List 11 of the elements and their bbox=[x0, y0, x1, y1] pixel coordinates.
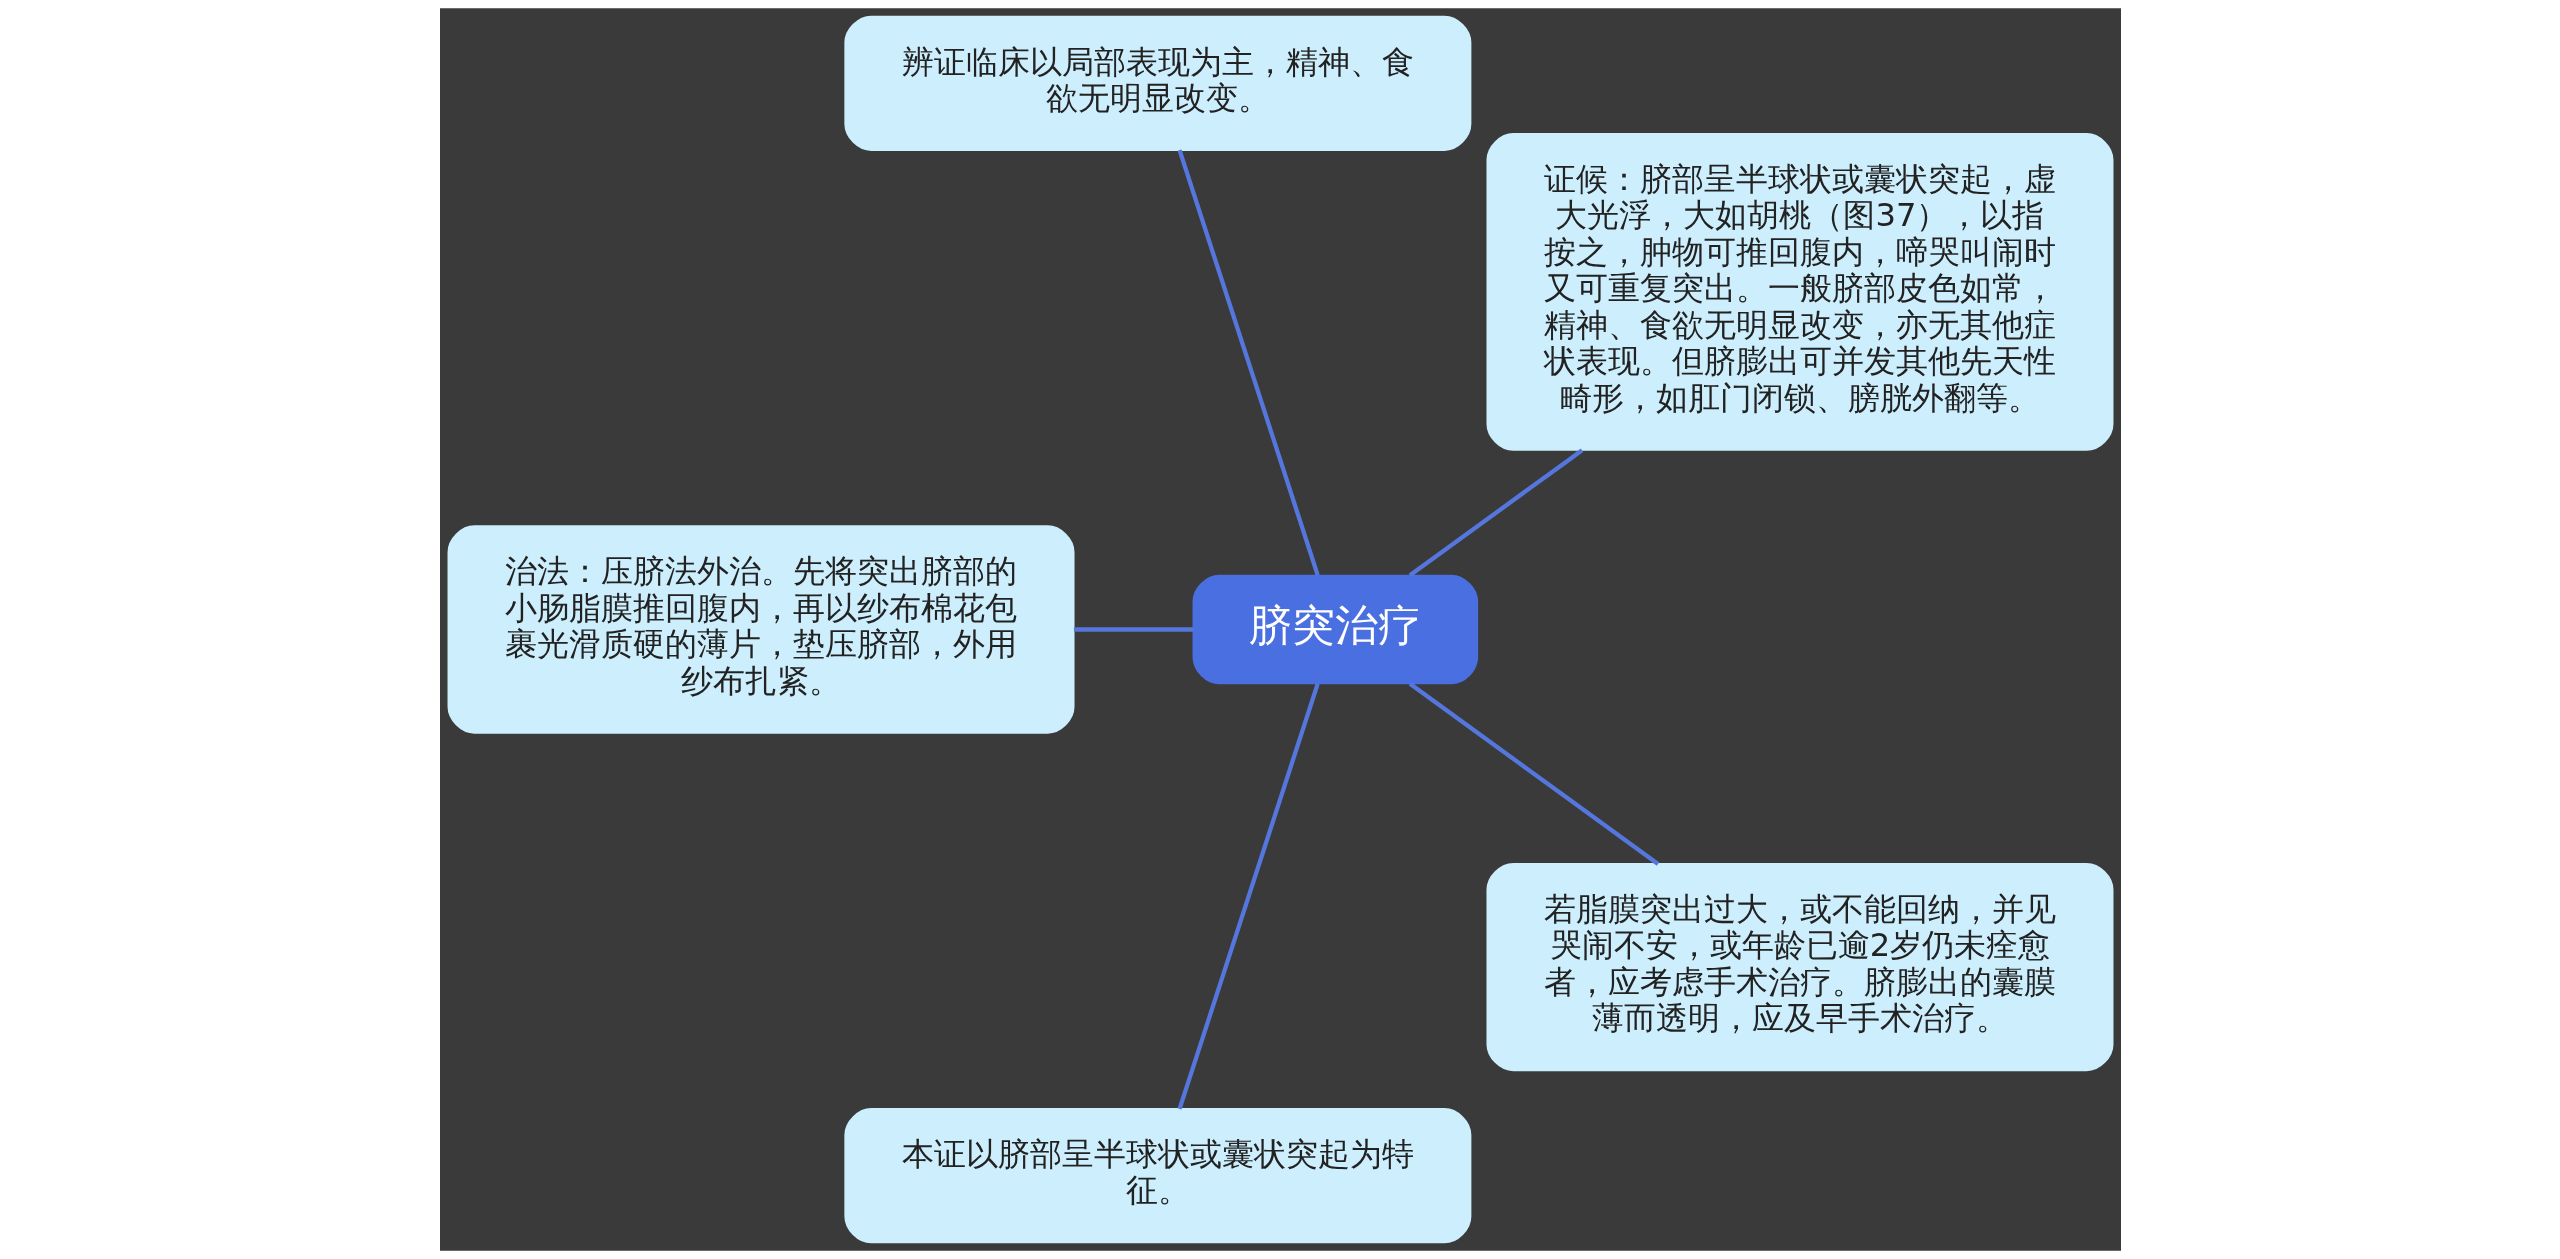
connector bbox=[1177, 683, 1320, 1110]
node-box: 若脂膜突出过大，或不能回纳，并见哭闹不安，或年龄已逾2岁仍未痊愈者，应考虑手术治疗。脐膨出的囊膜薄而透明，应及早手术治疗。 bbox=[1485, 862, 2113, 1072]
node-box: 辨证临床以局部表现为主，精神、食欲无明显改变。 bbox=[843, 15, 1471, 151]
connector bbox=[1408, 448, 1583, 577]
node-box: 证候：脐部呈半球状或囊状突起，虚大光浮，大如胡桃（图37），以指按之，肿物可推回腹内，啼哭叫闹时又可重复突出。一般脐部皮色如常，精神、食欲无明显改变，亦无其他症状表现。但脐膨出可并发其他先天性畸形，如肛门闭锁、膀胱外翻等。 bbox=[1485, 133, 2113, 451]
connector bbox=[1073, 627, 1193, 632]
connector bbox=[1408, 682, 1659, 866]
node-box: 本证以脐部呈半球状或囊状突起为特征。 bbox=[843, 1108, 1471, 1244]
node-box: 治法：压脐法外治。先将突出脐部的小肠脂膜推回腹内，再以纱布棉花包裹光滑质硬的薄片，垫压脐部，外用纱布扎紧。 bbox=[447, 525, 1075, 734]
node-box: 脐突治疗 bbox=[1192, 574, 1478, 685]
connector bbox=[1177, 149, 1320, 576]
